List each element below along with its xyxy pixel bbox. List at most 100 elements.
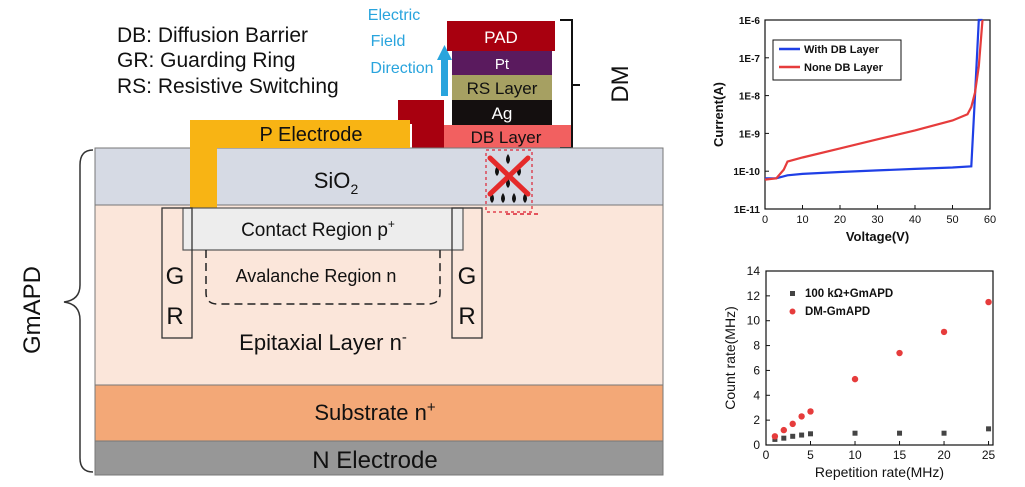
pt-layer [452,51,552,75]
count-legend-swatch [790,291,795,296]
count-point-dm [798,413,805,420]
iv-series-line-0 [765,18,983,180]
count-x-tick-label: 20 [937,448,951,462]
count-y-tick-label: 14 [747,264,761,278]
count-legend-label: 100 kΩ+GmAPD [805,288,893,300]
count-point-gmapd [781,435,787,441]
count-x-tick-label: 0 [763,448,770,462]
count-y-tick-label: 8 [753,339,760,353]
device-cross-section: SiO2 P Electrode Contact Region p+ Avala… [19,120,664,476]
count-point-gmapd [986,426,992,432]
count-x-tick-label: 10 [848,448,862,462]
guard-ring-right-r: R [458,303,475,330]
pt-label: Pt [495,56,510,73]
iv-x-tick-label: 40 [909,214,921,226]
field-direction: Electric Field Direction [368,7,452,96]
epitaxial-label: Epitaxial Layer n- [239,329,407,355]
n-electrode [94,440,664,476]
count-point-gmapd [799,432,805,438]
iv-y-tick-label: 1E-10 [733,167,760,178]
substrate-label: Substrate n+ [314,399,436,425]
count-x-axis-label: Repetition rate(MHz) [815,464,944,480]
count-point-gmapd [897,430,903,436]
gmapd-label: GmAPD [19,266,46,354]
dm-stack: PAD Pt RS Layer Ag DB Layer DM [398,19,634,149]
legend-line-db: DB: Diffusion Barrier [117,24,308,47]
count-point-dm [896,349,903,357]
count-point-gmapd [790,433,796,439]
dm-label: DM [607,65,634,102]
iv-y-tick-label: 1E-8 [739,92,761,103]
legend-line-gr: GR: Guarding Ring [117,49,296,72]
count-point-gmapd [808,431,814,437]
iv-y-tick-label: 1E-9 [739,129,761,140]
db-label: DB Layer [471,128,542,147]
gmapd-brace [63,149,94,473]
count-y-tick-label: 6 [753,363,760,377]
iv-legend-box [772,39,902,81]
iv-x-tick-label: 20 [834,214,846,226]
guard-ring-right-g: G [458,263,477,290]
count-legend-swatch [789,308,796,315]
count-point-dm [789,420,796,428]
pad-label: PAD [484,28,518,47]
count-y-tick-label: 4 [753,388,760,402]
count-point-dm [780,426,788,434]
count-x-tick-label: 5 [807,448,814,462]
blocked-diffusion-marker [485,149,540,215]
iv-y-tick-label: 1E-11 [734,205,761,216]
guard-ring-left [161,207,193,339]
guard-ring-left-r: R [166,303,183,330]
field-arrow-shaft [441,58,448,96]
count-x-tick-label: 15 [893,448,907,462]
field-label-line1: Electric [368,7,420,24]
count-point-dm [807,408,814,415]
n-electrode-label: N Electrode [312,447,437,474]
contact-region-label: Contact Region p+ [241,217,395,241]
count-point-dm [940,328,948,336]
count-point-gmapd [852,430,858,436]
iv-legend-label: With DB Layer [804,44,880,56]
guard-ring-left-g: G [166,263,185,290]
count-legend-label: DM-GmAPD [805,306,870,318]
legend-line-rs: RS: Resistive Switching [117,75,339,98]
rs-layer [452,75,552,100]
p-electrode [190,120,410,208]
field-label-line2: Field [371,33,406,50]
iv-series-line-1 [764,19,984,181]
iv-y-axis-label: Current(A) [711,82,726,147]
iv-x-tick-label: 60 [984,214,996,226]
iv-y-tick-label: 1E-6 [739,16,761,27]
block-cross [487,155,531,197]
iv-x-tick-label: 10 [796,214,808,226]
count-point-gmapd [941,430,947,436]
avalanche-region-label: Avalanche Region n [236,266,397,286]
ag-label: Ag [492,104,513,123]
iv-y-tick-label: 1E-7 [739,54,761,65]
pad-connector-stem [412,124,444,149]
count-y-tick-label: 12 [747,289,761,303]
count-point-dm [851,375,859,383]
count-y-tick-label: 0 [753,438,760,452]
sio2-layer [94,147,664,206]
iv-x-axis-label: Voltage(V) [846,229,909,244]
sio2-label: SiO2 [314,168,359,197]
iv-x-tick-label: 0 [762,214,768,226]
iv-x-tick-label: 50 [946,214,958,226]
substrate-layer [94,384,664,442]
field-label-line3: Direction [370,60,433,77]
p-electrode-label: P Electrode [259,124,362,146]
count-x-tick-label: 25 [982,448,996,462]
contact-region [182,207,464,251]
abbreviation-legend: DB: Diffusion Barrier GR: Guarding Ring … [117,24,339,98]
guard-ring-right [451,207,483,339]
count-point-dm [771,433,779,440]
count-point-dm [985,298,992,306]
count-y-axis-label: Count rate(MHz) [722,306,738,409]
pad-layer [447,21,555,51]
count-y-tick-label: 2 [753,413,760,427]
ag-layer [452,100,552,125]
rs-label: RS Layer [467,79,538,98]
